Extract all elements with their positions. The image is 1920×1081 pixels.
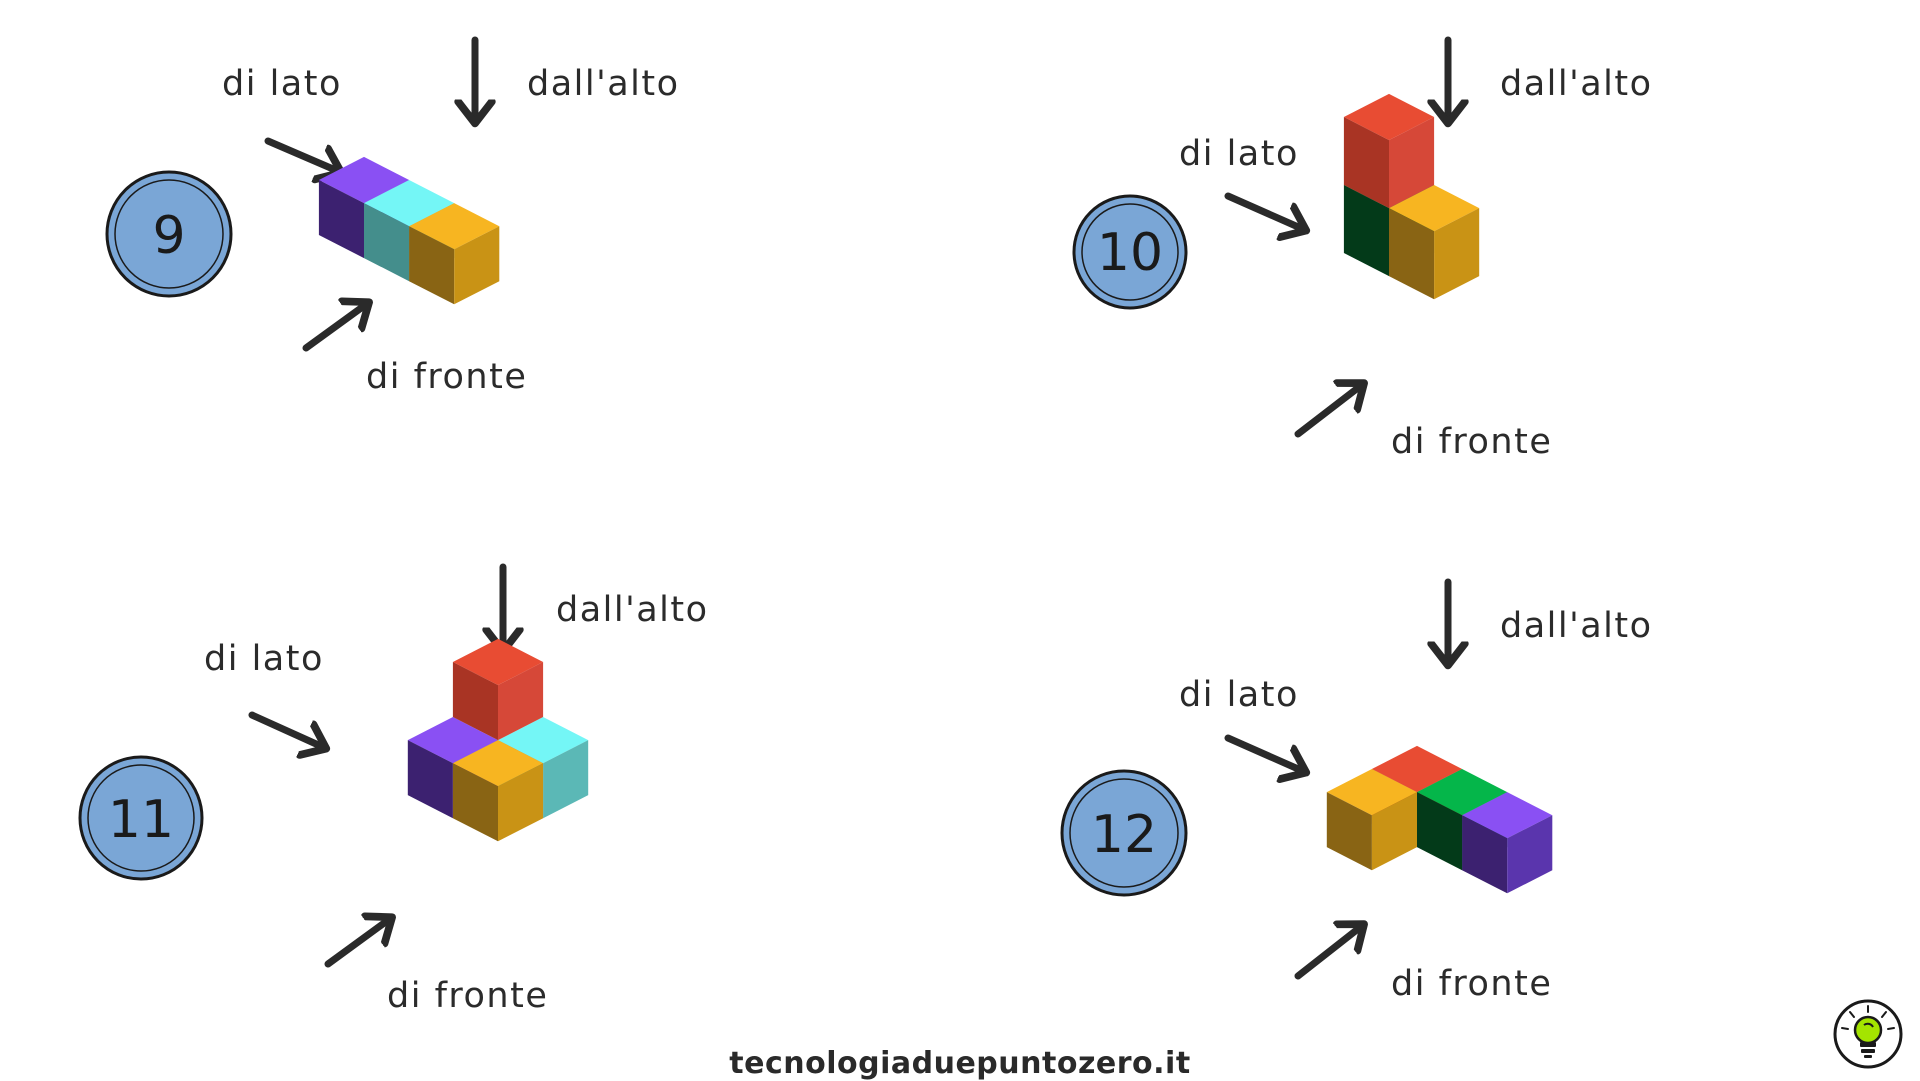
label-front: di fronte: [1391, 964, 1552, 1004]
cube-top-face: [1371, 745, 1463, 793]
cube-left-face: [1417, 792, 1463, 871]
cube-red: [452, 638, 544, 741]
cube-group: [1343, 93, 1480, 300]
cube-right-face: [1371, 792, 1417, 871]
cube-right-face: [498, 763, 544, 842]
exercise-9: 9 di lato dall'alto di fronte: [105, 36, 680, 397]
arrow-side: [248, 711, 325, 748]
label-side: di lato: [222, 64, 342, 104]
cube-group: [1326, 745, 1553, 894]
cube-left-face: [409, 226, 455, 305]
label-front: di fronte: [387, 976, 548, 1016]
cube-top-face: [1417, 769, 1508, 816]
label-side: di lato: [1179, 675, 1299, 715]
arrow-front: [1294, 925, 1363, 980]
arrow-side: [1224, 734, 1305, 772]
cube-right-face: [1389, 117, 1435, 209]
cube-top-face: [407, 717, 498, 764]
label-top: dall'alto: [1500, 64, 1653, 104]
cube-top-face: [1326, 769, 1417, 816]
cube-red: [1343, 93, 1435, 209]
arrow-front: [324, 918, 391, 968]
cube-left-face: [1326, 792, 1372, 871]
cube-top-face: [318, 156, 410, 204]
cube-yellow: [1326, 769, 1417, 871]
cube-right-face: [1434, 208, 1480, 300]
label-top: dall'alto: [1500, 606, 1653, 646]
arrow-front: [1294, 384, 1363, 438]
arrow-side: [264, 137, 340, 172]
cube-left-face: [452, 662, 498, 741]
cube-right-face: [454, 226, 500, 305]
cube-yellow: [409, 203, 500, 305]
lightbulb-icon: [1833, 999, 1903, 1069]
number-badge: 12: [1060, 769, 1188, 897]
exercise-12: 12 di lato dall'alto di fronte: [1060, 578, 1653, 1004]
cube-left-face: [1462, 815, 1508, 894]
cube-yellow: [1389, 185, 1480, 300]
exercise-10: 10 di lato dall'alto di fronte: [1072, 36, 1653, 462]
cube-top-face: [1389, 185, 1480, 232]
cube-group: [407, 638, 589, 842]
cube-right-face: [543, 740, 589, 819]
cube-top-face: [1343, 93, 1435, 141]
exercise-11: 11 di lato dall'alto di fronte: [78, 563, 709, 1016]
label-top: dall'alto: [527, 64, 680, 104]
site-footer: tecnologiaduepuntozero.it: [729, 1046, 1191, 1081]
cube-yellow: [452, 740, 544, 842]
label-side: di lato: [1179, 134, 1299, 174]
exercise-number: 11: [108, 790, 174, 850]
cube-left-face: [1343, 185, 1389, 277]
label-front: di fronte: [366, 357, 527, 397]
number-badge: 11: [78, 755, 204, 881]
cube-right-face: [498, 662, 544, 741]
cube-purple: [1462, 792, 1553, 894]
cube-left-face: [452, 763, 498, 842]
label-top: dall'alto: [556, 590, 709, 630]
label-side: di lato: [204, 639, 324, 679]
exercise-number: 12: [1091, 805, 1157, 865]
cube-left-face: [364, 203, 410, 282]
cube-left-face: [1343, 117, 1389, 209]
number-badge: 9: [105, 170, 233, 298]
cube-group: [318, 156, 500, 305]
exercise-number: 9: [152, 206, 185, 266]
arrow-front: [302, 303, 368, 352]
cube-left-face: [407, 740, 453, 819]
arrow-side: [1224, 192, 1305, 230]
cube-left-face: [1389, 208, 1435, 300]
cube-right-face: [1507, 815, 1553, 894]
cube-left-face: [318, 180, 364, 259]
exercise-number: 10: [1097, 223, 1163, 283]
number-badge: 10: [1072, 194, 1188, 310]
label-front: di fronte: [1391, 422, 1552, 462]
